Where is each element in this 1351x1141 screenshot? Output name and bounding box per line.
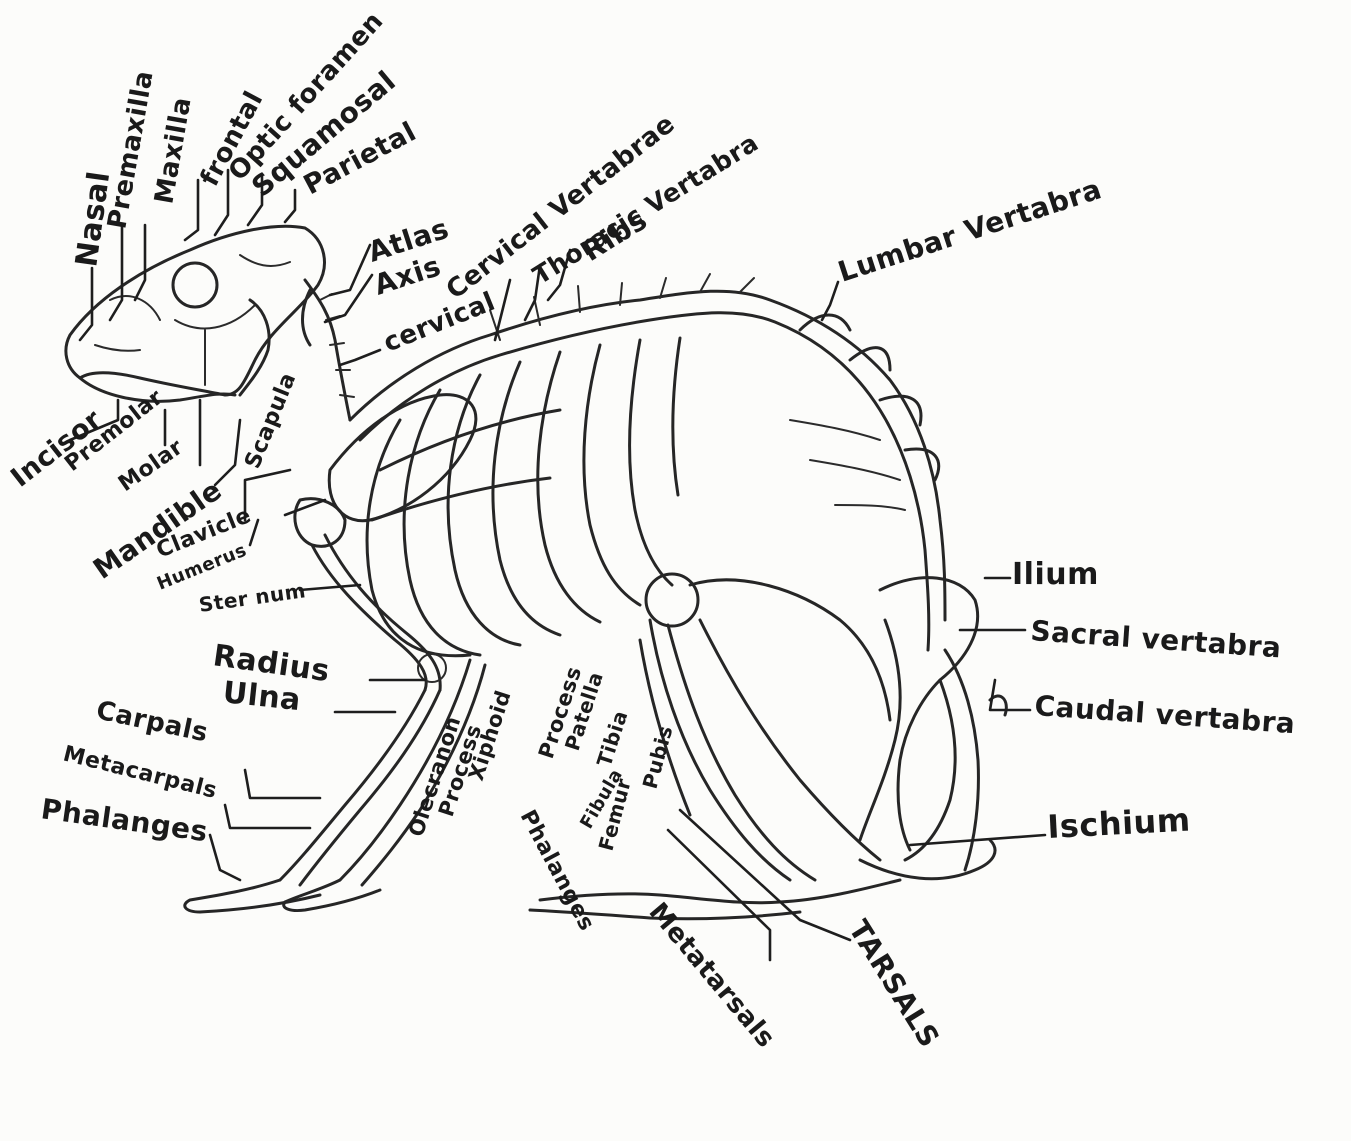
label-sacral-vertebra: Sacral vertabra [1030,614,1283,664]
label-pubis: Pubis [638,723,678,791]
label-caudal-vertebra: Caudal vertabra [1034,689,1297,740]
label-lumbar-vertebra: Lumbar Vertabra [834,172,1106,288]
label-phalanges-front: Phalanges [39,792,210,848]
labels: Nasal Premaxilla Maxilla frontal Optic f… [5,6,1296,1054]
label-carpals: Carpals [94,696,211,749]
ribcage [367,338,680,656]
label-ilium: Ilium [1012,557,1099,592]
label-molar: Molar [114,435,188,497]
cervical-vertebrae [303,280,355,420]
pelvis [860,578,978,860]
label-ulna: Ulna [221,675,302,718]
label-ischium: Ischium [1046,801,1191,846]
label-maxilla: Maxilla [149,95,197,207]
label-tibia: Tibia [592,707,633,769]
label-tarsals: TARSALS [842,914,946,1053]
label-cervical: cervical [379,287,499,359]
label-metacarpals: Metacarpals [61,742,220,804]
label-sternum: Ster num [197,578,307,617]
label-premaxilla: Premaxilla [102,68,159,231]
